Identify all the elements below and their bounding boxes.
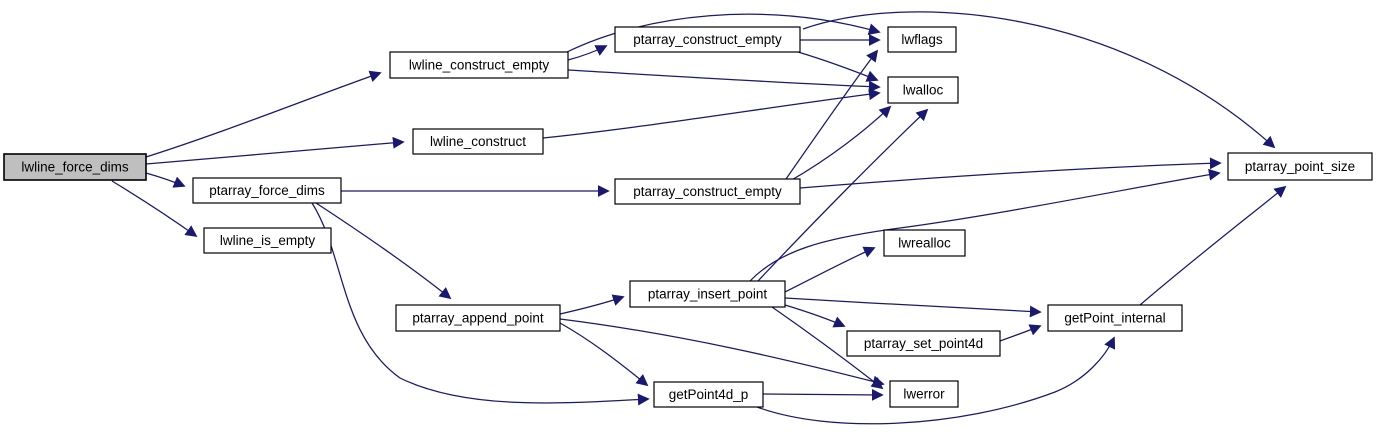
- edge-ptarray_insert_point-to-lwalloc: [757, 108, 929, 282]
- node-box: [887, 76, 959, 104]
- node-box: [1047, 304, 1183, 332]
- node-box: [614, 26, 801, 53]
- edge-ptarray_construct_empty_2-to-lwalloc: [789, 105, 892, 182]
- node-getpoint-internal[interactable]: getPoint_internal: [1047, 304, 1183, 332]
- node-lwalloc[interactable]: lwalloc: [887, 76, 959, 104]
- edge-ptarray_construct_empty_1-to-ptarray_point_size: [802, 11, 1276, 149]
- node-box: [412, 128, 544, 155]
- node-box: [203, 227, 332, 254]
- node-label: lwline_construct: [430, 134, 526, 149]
- node-ptarray-append-point[interactable]: ptarray_append_point: [395, 304, 561, 332]
- edge-ptarray_set_point4d-to-getPoint_internal: [999, 324, 1042, 342]
- node-label: getPoint_internal: [1064, 311, 1165, 326]
- node-label: lwline_construct_empty: [409, 58, 550, 73]
- edge-ptarray_construct_empty_1-to-lwalloc: [797, 51, 879, 82]
- edge-ptarray_append_point-to-lwerror: [559, 318, 885, 388]
- node-label: ptarray_force_dims: [209, 183, 325, 198]
- node-box: [614, 178, 801, 205]
- node-box: [653, 381, 764, 408]
- node-box: [887, 26, 957, 53]
- node-lwrealloc[interactable]: lwrealloc: [883, 229, 966, 257]
- edge-lwline_force_dims-to-lwline_construct_empty: [145, 70, 382, 158]
- edge-ptarray_force_dims-to-ptarray_append_point: [315, 202, 452, 300]
- edge-ptarray_force_dims-to-getPoint4d_p: [311, 202, 650, 406]
- node-box: [846, 330, 1001, 357]
- edge-ptarray_insert_point-to-lwerror: [771, 306, 884, 390]
- node-box: [3, 153, 147, 181]
- edge-lwline_force_dims-to-lwline_construct: [145, 136, 405, 165]
- edge-lwline_force_dims-to-ptarray_force_dims: [145, 172, 186, 188]
- node-box: [395, 304, 561, 332]
- node-label: ptarray_point_size: [1245, 159, 1355, 174]
- edge-getPoint_internal-to-ptarray_point_size: [1139, 185, 1287, 306]
- node-ptarray-set-point4d[interactable]: ptarray_set_point4d: [846, 330, 1001, 357]
- edge-lwline_construct-to-lwalloc: [542, 88, 881, 139]
- node-lwerror[interactable]: lwerror: [889, 380, 959, 408]
- edge-lwline_construct_empty-to-lwflags: [566, 13, 881, 53]
- edge-getPoint4d_p-to-getPoint_internal: [756, 336, 1116, 425]
- node-getpoint4d-p[interactable]: getPoint4d_p: [653, 381, 764, 408]
- edge-ptarray_insert_point-to-getPoint_internal: [784, 297, 1042, 318]
- node-label: lwalloc: [903, 83, 944, 98]
- node-lwline-construct-empty[interactable]: lwline_construct_empty: [389, 51, 569, 79]
- node-label: lwline_is_empty: [220, 233, 316, 248]
- node-box: [389, 51, 569, 79]
- node-ptarray-point-size[interactable]: ptarray_point_size: [1227, 152, 1373, 181]
- node-label: getPoint4d_p: [669, 387, 749, 402]
- edge-layer: [111, 11, 1287, 425]
- node-label: lwerror: [903, 387, 945, 402]
- node-ptarray-force-dims[interactable]: ptarray_force_dims: [192, 177, 342, 204]
- edge-ptarray_append_point-to-ptarray_insert_point: [559, 294, 625, 315]
- node-label: ptarray_construct_empty: [633, 32, 782, 47]
- edge-ptarray_insert_point-to-lwrealloc: [784, 246, 876, 293]
- node-label: ptarray_set_point4d: [864, 336, 983, 351]
- node-box: [883, 229, 966, 257]
- edge-ptarray_insert_point-to-ptarray_set_point4d: [784, 304, 846, 328]
- edge-ptarray_insert_point-to-ptarray_point_size: [749, 168, 1221, 282]
- edge-ptarray_construct_empty_2-to-ptarray_point_size: [799, 157, 1222, 189]
- edge-ptarray_append_point-to-getPoint4d_p: [559, 322, 649, 387]
- node-label: ptarray_construct_empty: [633, 184, 782, 199]
- node-lwflags[interactable]: lwflags: [887, 26, 957, 53]
- node-ptarray-insert-point[interactable]: ptarray_insert_point: [629, 280, 786, 308]
- node-label: ptarray_insert_point: [648, 287, 768, 302]
- node-box: [889, 380, 959, 408]
- node-layer: lwline_force_dims ptarray_force_dims lwl…: [3, 26, 1373, 408]
- node-ptarray-construct-empty-1[interactable]: ptarray_construct_empty: [614, 26, 801, 53]
- node-box: [1227, 152, 1373, 181]
- node-lwline-is-empty[interactable]: lwline_is_empty: [203, 227, 332, 254]
- node-label: lwflags: [901, 32, 943, 47]
- node-label: ptarray_append_point: [412, 311, 544, 326]
- edge-lwline_construct_empty-to-ptarray_construct_empty_1: [567, 45, 608, 61]
- node-ptarray-construct-empty-2[interactable]: ptarray_construct_empty: [614, 178, 801, 205]
- edge-lwline_force_dims-to-lwline_is_empty: [111, 180, 198, 238]
- node-label: lwrealloc: [898, 236, 951, 251]
- node-box: [629, 280, 786, 308]
- node-lwline-construct[interactable]: lwline_construct: [412, 128, 544, 155]
- node-label: lwline_force_dims: [21, 160, 129, 175]
- edge-lwline_construct_empty-to-lwalloc: [567, 69, 881, 93]
- edge-getPoint4d_p-to-lwerror: [762, 388, 884, 401]
- edge-ptarray_construct_empty_2-to-lwflags: [785, 49, 879, 180]
- node-lwline-force-dims[interactable]: lwline_force_dims: [3, 153, 147, 181]
- node-box: [192, 177, 342, 204]
